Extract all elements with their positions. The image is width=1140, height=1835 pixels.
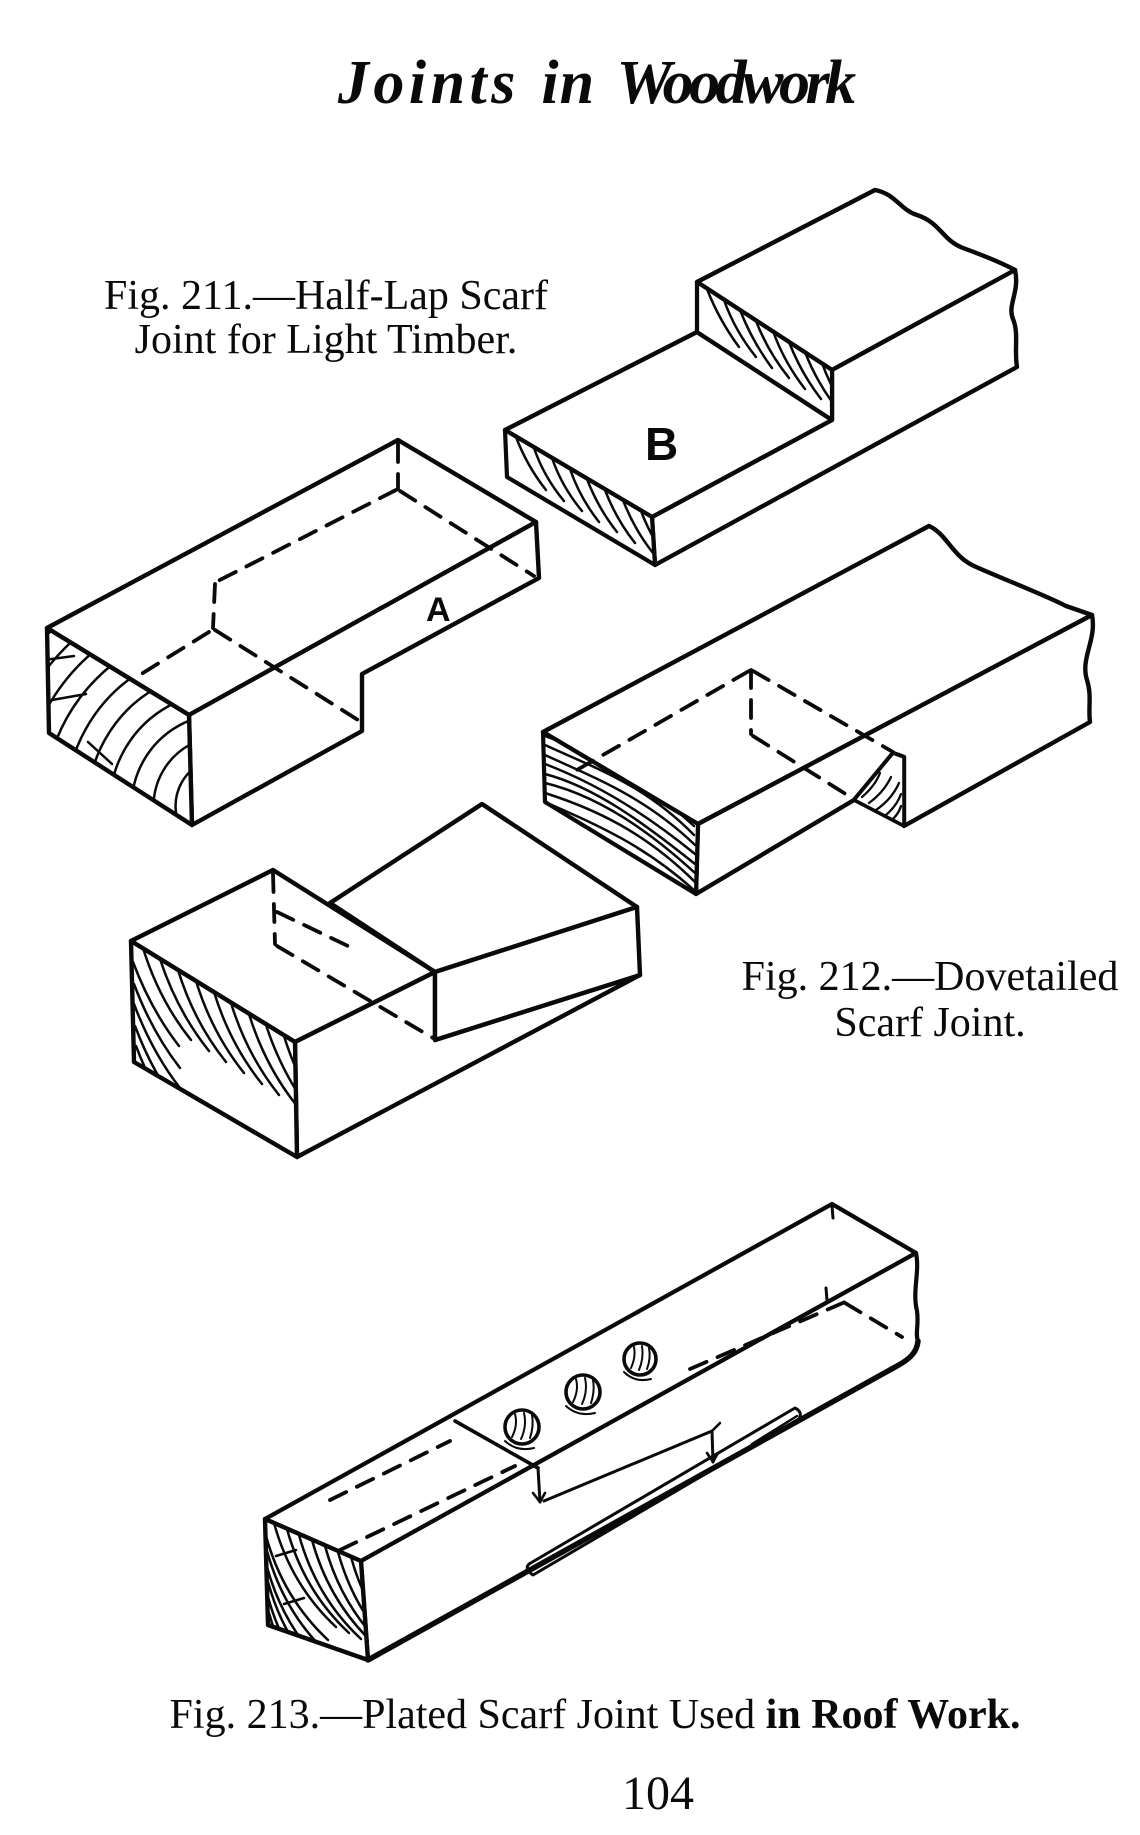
- svg-text:B: B: [645, 418, 678, 470]
- svg-text:A: A: [426, 591, 451, 629]
